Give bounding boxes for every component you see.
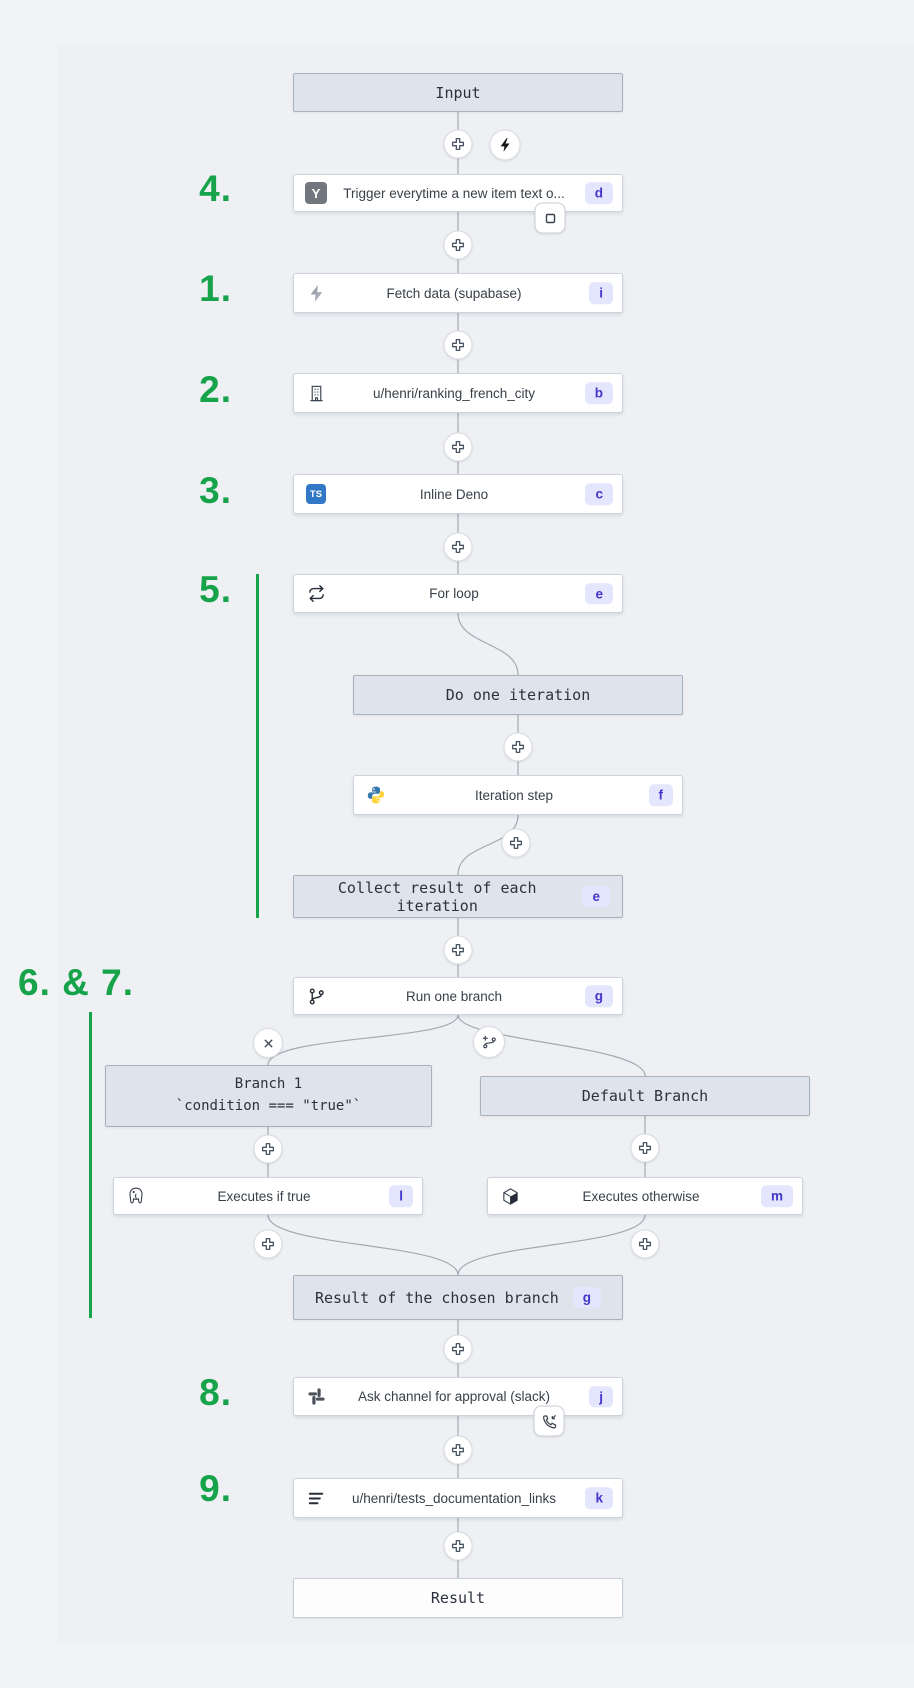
step-label: Inline Deno <box>419 486 489 502</box>
step-node-executes-if-true[interactable]: Executes if true l <box>113 1177 423 1215</box>
hackernews-icon: Y <box>304 181 328 205</box>
step-id-badge: g <box>572 1286 602 1309</box>
slack-icon <box>304 1385 328 1409</box>
insert-step-button[interactable] <box>443 129 473 159</box>
insert-step-button[interactable] <box>443 330 473 360</box>
insert-step-button[interactable] <box>503 732 533 762</box>
insert-step-button[interactable] <box>630 1133 660 1163</box>
result-chosen-branch-node[interactable]: Result of the chosen branch g <box>293 1275 623 1320</box>
step-id-badge: k <box>585 1487 613 1509</box>
step-node-for-loop[interactable]: For loop e <box>293 574 623 613</box>
step-node-trigger[interactable]: Y Trigger everytime a new item text o...… <box>293 174 623 212</box>
step-label: Iteration step <box>474 787 554 803</box>
square-icon <box>545 213 555 223</box>
result-chosen-branch-label: Result of the chosen branch <box>314 1288 559 1307</box>
step-number-5: 5. <box>199 569 232 610</box>
step-id-badge: f <box>648 784 673 806</box>
branch-1-node[interactable]: Branch 1 `condition === "true"` <box>105 1065 432 1127</box>
loop-icon <box>304 582 328 606</box>
step-node-tests-documentation-links[interactable]: u/henri/tests_documentation_links k <box>293 1478 623 1518</box>
step-node-run-one-branch[interactable]: Run one branch g <box>293 977 623 1015</box>
branch-1-condition: `condition === "true"` <box>175 1098 362 1114</box>
step-id-badge: m <box>760 1185 793 1207</box>
do-one-iteration-label: Do one iteration <box>445 686 591 704</box>
step-node-iteration-step[interactable]: Iteration step f <box>353 775 683 815</box>
collect-result-label: Collect result of each iteration <box>337 878 537 915</box>
step-number-3: 3. <box>199 470 232 511</box>
step-label: u/henri/tests_documentation_links <box>351 1490 557 1506</box>
step-label: Run one branch <box>405 988 503 1004</box>
step-id-badge: i <box>589 282 613 304</box>
section-6-7-marker-line <box>89 1012 92 1318</box>
insert-step-button[interactable] <box>443 935 473 965</box>
git-branch-icon <box>304 984 328 1008</box>
python-icon <box>364 783 388 807</box>
lightning-icon <box>500 138 510 152</box>
step-label: u/henri/ranking_french_city <box>372 385 536 401</box>
flow-input-node[interactable]: Input <box>293 73 623 112</box>
default-branch-label: Default Branch <box>581 1087 709 1105</box>
add-branch-button[interactable] <box>473 1026 505 1058</box>
step-label: For loop <box>429 586 479 601</box>
typescript-icon: TS <box>304 482 328 506</box>
insert-step-button[interactable] <box>443 532 473 562</box>
do-one-iteration-node[interactable]: Do one iteration <box>353 675 683 715</box>
insert-step-button[interactable] <box>443 230 473 260</box>
step-node-fetch-data[interactable]: Fetch data (supabase) i <box>293 273 623 313</box>
insert-step-button[interactable] <box>443 1334 473 1364</box>
insert-step-button[interactable] <box>501 828 531 858</box>
insert-step-button[interactable] <box>253 1134 283 1164</box>
step-node-ranking-french-city[interactable]: u/henri/ranking_french_city b <box>293 373 623 413</box>
default-branch-node[interactable]: Default Branch <box>480 1076 810 1116</box>
step-label: Ask channel for approval (slack) <box>357 1389 551 1404</box>
trigger-lightning-button[interactable] <box>489 129 521 161</box>
insert-step-button[interactable] <box>443 432 473 462</box>
flow-input-label: Input <box>435 83 481 102</box>
step-label: Fetch data (supabase) <box>386 285 522 301</box>
cube-icon <box>498 1184 522 1208</box>
insert-step-button[interactable] <box>630 1229 660 1259</box>
insert-step-button[interactable] <box>443 1435 473 1465</box>
step-id-badge: e <box>582 885 610 908</box>
step-node-slack-approval[interactable]: Ask channel for approval (slack) j <box>293 1377 623 1416</box>
step-label: Executes otherwise <box>582 1188 700 1204</box>
phone-incoming-icon <box>542 1414 556 1428</box>
step-id-badge: j <box>589 1385 613 1408</box>
step-node-inline-deno[interactable]: TS Inline Deno c <box>293 474 623 514</box>
remove-branch-button[interactable] <box>253 1028 283 1058</box>
step-node-executes-otherwise[interactable]: Executes otherwise m <box>487 1177 803 1215</box>
branch-1-title: Branch 1 <box>234 1076 303 1093</box>
flow-result-node[interactable]: Result <box>293 1578 623 1618</box>
step-id-badge: b <box>584 382 613 404</box>
supabase-icon <box>304 281 328 305</box>
flow-result-label: Result <box>430 1589 486 1607</box>
step-number-6-7: 6. & 7. <box>18 962 134 1003</box>
step-id-badge: g <box>584 985 613 1007</box>
collect-result-node[interactable]: Collect result of each iteration e <box>293 875 623 918</box>
insert-step-button[interactable] <box>253 1229 283 1259</box>
step-number-1: 1. <box>199 268 232 309</box>
step-number-8: 8. <box>199 1372 232 1413</box>
step-id-badge: d <box>584 182 613 204</box>
trigger-stop-button[interactable] <box>534 202 566 234</box>
step-number-2: 2. <box>199 369 232 410</box>
step-label: Trigger everytime a new item text o... <box>343 185 565 201</box>
postgresql-icon <box>124 1184 148 1208</box>
building-icon <box>304 381 328 405</box>
insert-step-button[interactable] <box>443 1531 473 1561</box>
step-label: Executes if true <box>217 1188 311 1204</box>
step-id-badge: c <box>585 483 613 505</box>
close-icon <box>264 1039 272 1047</box>
list-lines-icon <box>304 1486 328 1510</box>
section-5-marker-line <box>256 574 259 918</box>
step-id-badge: e <box>585 582 613 605</box>
step-id-badge: l <box>389 1185 413 1207</box>
branch-add-icon <box>482 1035 496 1048</box>
step-number-9: 9. <box>199 1468 232 1509</box>
approval-phone-button[interactable] <box>533 1405 565 1437</box>
step-number-4: 4. <box>199 168 232 209</box>
